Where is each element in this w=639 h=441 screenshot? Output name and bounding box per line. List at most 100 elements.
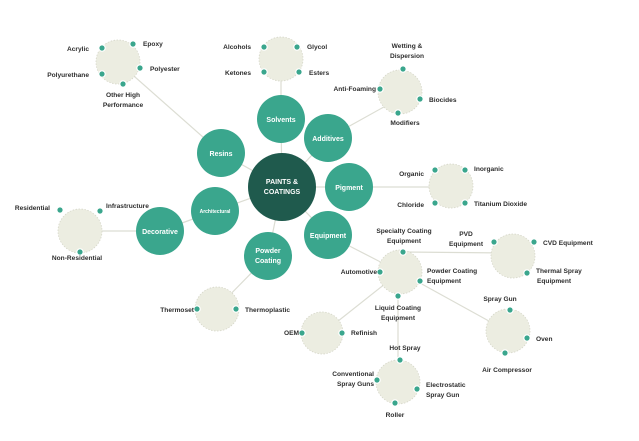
node-label: Powder Coating — [427, 268, 477, 275]
node-label: Dispersion — [390, 53, 424, 60]
bullet-dot — [298, 329, 306, 337]
bullet-dot — [76, 248, 84, 256]
bullet-dot — [232, 305, 240, 313]
node-label: Spray Gun — [426, 392, 459, 399]
bullet-dot — [98, 70, 106, 78]
bullet-dot — [416, 95, 424, 103]
node-label: Equipment — [381, 315, 416, 322]
node-label: Spray Gun — [483, 296, 516, 303]
bullet-dot — [119, 80, 127, 88]
bullet-dot — [338, 329, 346, 337]
bullet-dot — [193, 305, 201, 313]
node-label: Acrylic — [67, 46, 89, 53]
group-powder-equipment: Spray Gun Oven Air Compressor — [482, 296, 552, 374]
group-circle — [377, 69, 423, 115]
node-label: Conventional — [332, 371, 374, 378]
node-label: Equipment — [387, 238, 422, 245]
bullet-dot — [260, 68, 268, 76]
group-circle — [485, 308, 531, 354]
group-powder-coating: Thermoset Thermoplastic — [160, 286, 290, 332]
node-label: Polyurethane — [47, 72, 89, 79]
node-label: Non-Residential — [52, 255, 102, 262]
node-label: Alcohols — [223, 44, 251, 51]
node-label: Equipment — [449, 241, 484, 248]
node-label: Liquid Coating — [375, 305, 421, 312]
category-label: Decorative — [142, 229, 178, 236]
category-pigment[interactable]: Pigment — [325, 163, 373, 211]
bullet-dot — [293, 43, 301, 51]
node-label: Performance — [103, 102, 144, 109]
bullet-dot — [413, 385, 421, 393]
node-label: Organic — [399, 171, 424, 178]
node-label: Spray Guns — [337, 381, 374, 388]
category-equipment[interactable]: Equipment — [304, 211, 352, 259]
group-solvents: Alcohols Glycol Ketones Esters — [223, 36, 329, 82]
node-label: Refinish — [351, 330, 377, 337]
category-additives[interactable]: Additives — [304, 114, 352, 162]
bullet-dot — [373, 376, 381, 384]
bullet-dot — [416, 277, 424, 285]
node-label: Specialty Coating — [376, 228, 431, 235]
category-decorative[interactable]: Decorative — [136, 207, 184, 255]
group-circle — [428, 163, 474, 209]
bullet-dot — [461, 166, 469, 174]
node-label: Ketones — [225, 70, 251, 77]
group-resins: Acrylic Epoxy Polyester Polyurethane Oth… — [47, 39, 180, 109]
bullet-dot — [96, 207, 104, 215]
node-label: Other High — [106, 92, 140, 99]
node-circle — [304, 211, 352, 259]
node-circle — [136, 207, 184, 255]
node-label: Infrastructure — [106, 203, 149, 210]
svg-text:COATINGS: COATINGS — [264, 189, 301, 196]
bullet-dot — [523, 334, 531, 342]
category-label: Powder — [255, 248, 281, 255]
category-solvents[interactable]: Solvents — [257, 95, 305, 143]
svg-text:PAINTS &: PAINTS & — [266, 179, 298, 186]
group-circle — [300, 311, 344, 355]
node-circle — [244, 232, 292, 280]
bullet-dot — [399, 65, 407, 73]
category-label: Solvents — [266, 117, 295, 124]
node-label: Glycol — [307, 44, 327, 51]
bullet-dot — [506, 306, 514, 314]
node-label: Modifiers — [390, 120, 420, 127]
bullet-dot — [260, 43, 268, 51]
node-label: CVD Equipment — [543, 240, 594, 247]
node-label: Biocides — [429, 97, 457, 104]
hub-paints-coatings: PAINTS & COATINGS — [248, 153, 316, 221]
node-circle — [197, 129, 245, 177]
group-circle — [490, 233, 536, 279]
bullet-dot — [501, 349, 509, 357]
bullet-dot — [295, 68, 303, 76]
node-circle — [325, 163, 373, 211]
node-label: PAINTS & — [266, 179, 298, 186]
category-label: Coating — [255, 258, 281, 265]
bullet-dot — [431, 199, 439, 207]
node-label: Roller — [386, 412, 405, 419]
bullet-dot — [394, 292, 402, 300]
node-label: Equipment — [537, 278, 572, 285]
node-label: Inorganic — [474, 166, 504, 173]
bullet-dot — [461, 199, 469, 207]
bullet-dot — [136, 64, 144, 72]
node-label: Chloride — [397, 202, 424, 209]
node-label: Residential — [15, 205, 50, 212]
bullet-dot — [129, 40, 137, 48]
node-label: Polyester — [150, 66, 180, 73]
group-circle — [377, 249, 423, 295]
category-architectural[interactable]: Architectural — [191, 187, 239, 235]
group-circle — [95, 39, 141, 85]
bullet-dot — [391, 399, 399, 407]
category-label: Additives — [312, 136, 344, 143]
node-label: Hot Spray — [389, 345, 420, 352]
node-label: Wetting & — [392, 43, 423, 50]
bullet-dot — [530, 238, 538, 246]
group-automotive: OEM Refinish — [284, 311, 377, 355]
group-circle — [375, 359, 421, 405]
group-pigment: Organic Inorganic Chloride Titanium Diox… — [397, 163, 527, 209]
category-resins[interactable]: Resins — [197, 129, 245, 177]
group-circle — [57, 208, 103, 254]
bullet-dot — [396, 356, 404, 364]
